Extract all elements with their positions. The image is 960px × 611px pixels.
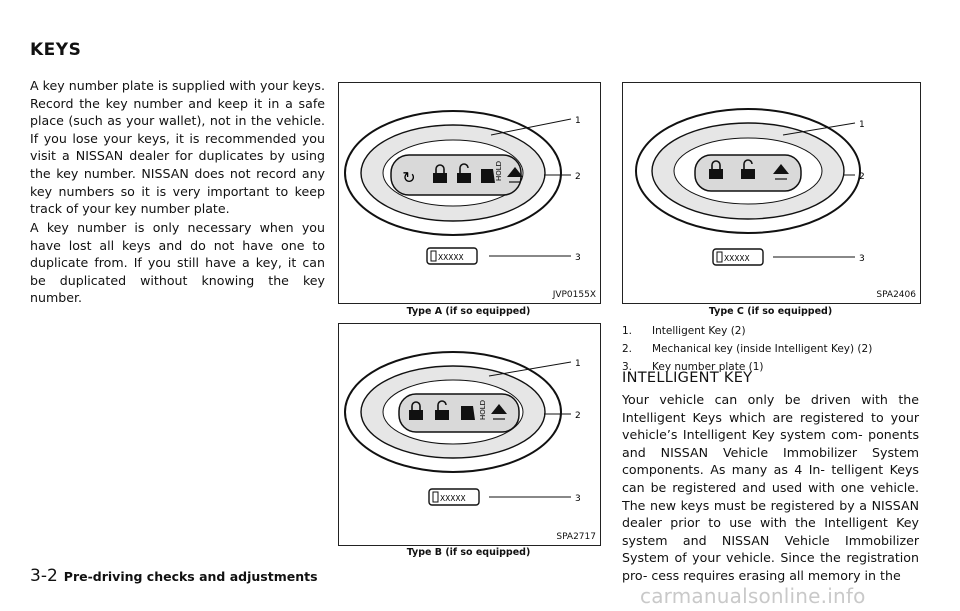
unlock-icon xyxy=(457,163,471,183)
trunk-icon xyxy=(461,406,475,420)
hold-label: HOLD xyxy=(479,400,487,420)
key-fob-illustration-c: 1 2 3 XXXXX xyxy=(635,108,865,266)
callout-2: 2 xyxy=(859,172,865,182)
intelligent-key-paragraph: Your vehicle can only be driven with the… xyxy=(622,392,919,583)
callout-3: 3 xyxy=(859,254,865,264)
hold-label: HOLD xyxy=(495,161,503,181)
callout-1: 1 xyxy=(575,116,581,126)
list-item: 3.Key number plate (1) xyxy=(622,361,764,373)
key-number-paragraph: A key number is only necessary when you … xyxy=(30,220,325,306)
remote-start-icon: ↻ xyxy=(402,168,415,187)
figure-type-b: HOLD 1 2 3 XXXXX SPA2717 xyxy=(338,323,601,546)
panic-icon xyxy=(773,164,789,180)
callout-1: 1 xyxy=(575,359,581,369)
figure-type-a: ↻ HOLD 1 2 3 XXXXX JVP0155X xyxy=(338,82,601,304)
figure-code-c: SPA2406 xyxy=(876,290,916,300)
callout-2: 2 xyxy=(575,172,581,182)
watermark: carmanualsonline.info xyxy=(640,584,866,608)
lock-icon xyxy=(433,164,447,183)
callout-2: 2 xyxy=(575,411,581,421)
lock-icon xyxy=(409,401,423,420)
list-item: 1.Intelligent Key (2) xyxy=(622,325,746,337)
list-item: 2.Mechanical key (inside Intelligent Key… xyxy=(622,343,873,355)
caption-type-b: Type B (if so equipped) xyxy=(406,547,531,558)
figure-code-a: JVP0155X xyxy=(552,290,596,300)
trunk-icon xyxy=(481,169,495,183)
key-fob-illustration-b: HOLD 1 2 3 XXXXX xyxy=(344,351,581,506)
key-fob-illustration-a: ↻ HOLD 1 2 3 XXXXX xyxy=(344,110,581,265)
callout-legend: 1.Intelligent Key (2) 2.Mechanical key (… xyxy=(622,322,872,376)
intelligent-key-heading: INTELLIGENT KEY xyxy=(622,370,753,386)
panic-icon xyxy=(491,404,507,420)
unlock-icon xyxy=(741,159,755,179)
key-number-plate-text: XXXXX xyxy=(438,253,464,262)
caption-type-c: Type C (if so equipped) xyxy=(708,306,833,317)
footer-title: Pre-driving checks and adjustments xyxy=(63,569,318,584)
lock-icon xyxy=(709,160,723,179)
unlock-icon xyxy=(435,400,449,420)
callout-1: 1 xyxy=(859,120,865,130)
callout-3: 3 xyxy=(575,494,581,504)
page-number: 3-2 xyxy=(30,566,58,586)
page-footer: 3-2 Pre-driving checks and adjustments xyxy=(30,566,318,586)
key-number-plate-text: XXXXX xyxy=(724,254,750,263)
key-number-plate-text: XXXXX xyxy=(440,494,466,503)
intro-paragraph: A key number plate is supplied with your… xyxy=(30,78,325,217)
callout-3: 3 xyxy=(575,253,581,263)
caption-type-a: Type A (if so equipped) xyxy=(406,306,531,317)
section-title: KEYS xyxy=(30,40,82,60)
panic-icon xyxy=(507,167,523,183)
figure-type-c: 1 2 3 XXXXX SPA2406 xyxy=(622,82,921,304)
figure-code-b: SPA2717 xyxy=(556,532,596,542)
